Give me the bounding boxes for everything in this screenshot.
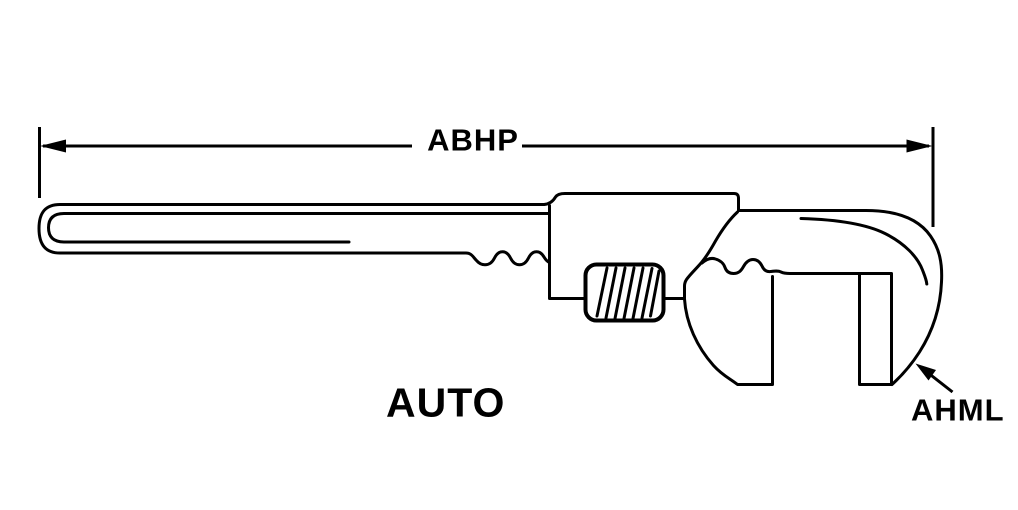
head-block-top [542,192,740,212]
figure-labels: ABHP AUTO AHML [386,123,1005,428]
adjusting-nut-outline [583,262,666,323]
movable-jaw-outline [683,210,774,386]
hook-outer-curve [737,209,944,386]
part-code-label: AHML [911,393,1005,428]
designation-label: AUTO [386,380,505,426]
head-block-left-bottom [548,204,587,300]
dimension-arrowhead-right [906,139,933,153]
dimension-arrowhead-left [40,139,66,153]
dimension-label: ABHP [427,123,519,158]
jaw-serrated-top-line [700,257,861,275]
handle-inner-outline [47,212,551,244]
handle-outer-outline [37,203,551,267]
fixed-jaw-outline [858,272,893,386]
figure-arrowheads [40,139,936,381]
callout-leader-line [928,372,954,394]
figure-linework [37,127,954,394]
callout-arrowhead [915,363,936,381]
adjusting-nut-knurling [595,266,661,320]
hook-inner-curve [799,217,929,286]
